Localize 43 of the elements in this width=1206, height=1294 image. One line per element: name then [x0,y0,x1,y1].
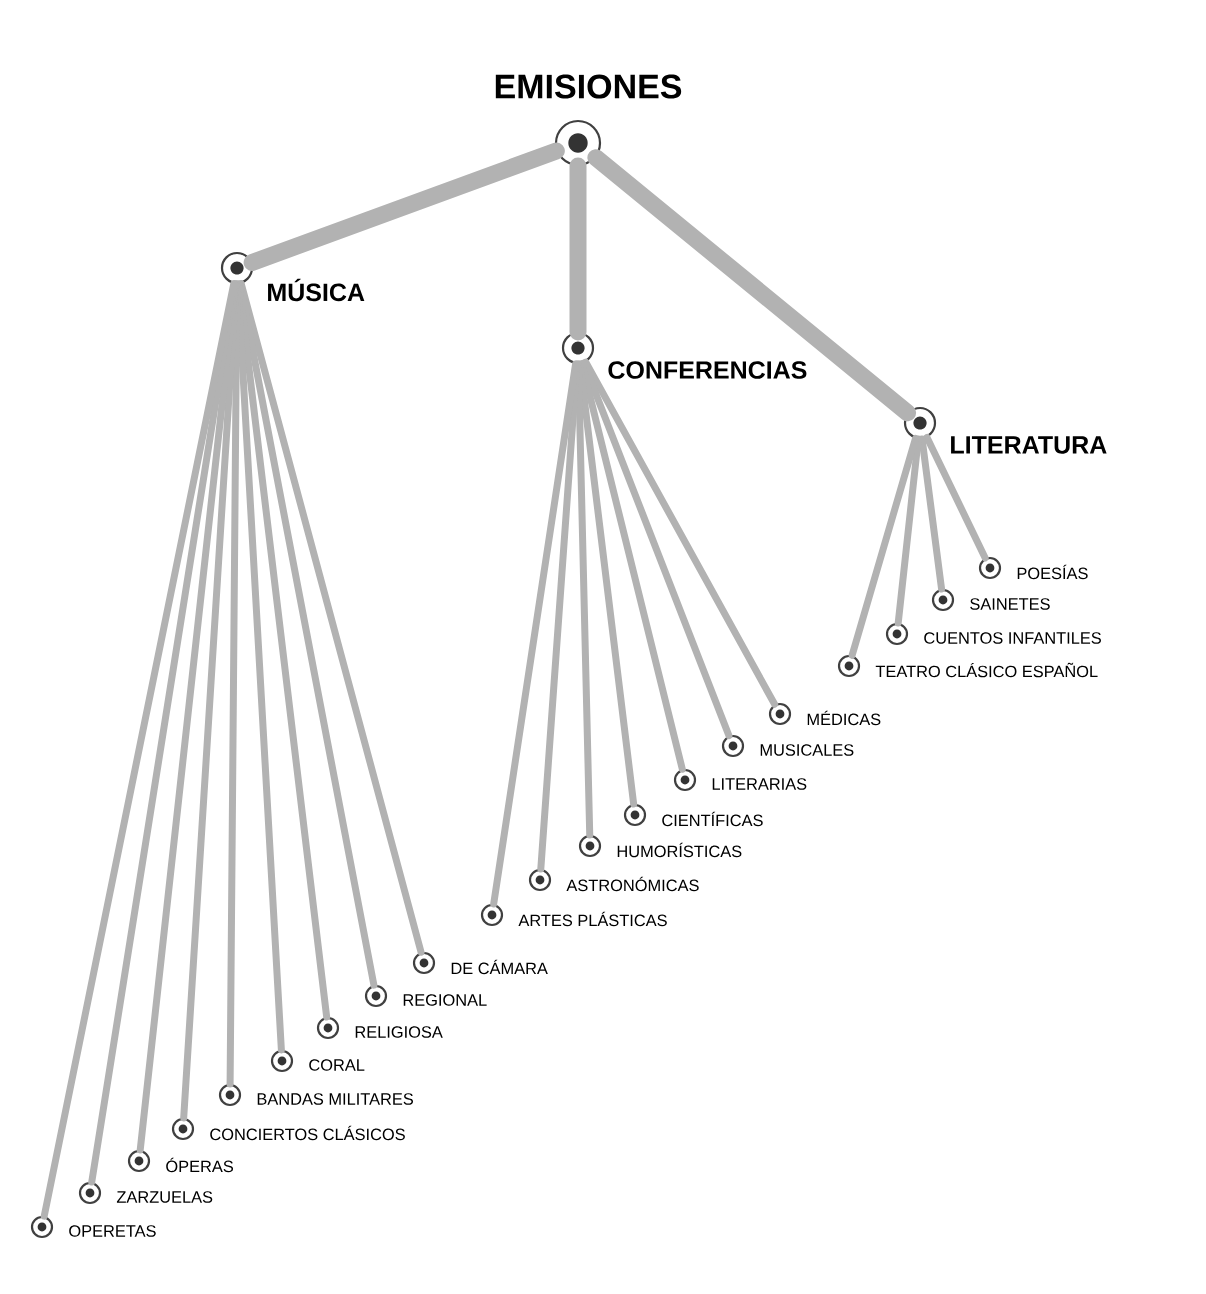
node-label: CIENTÍFICAS [662,811,763,827]
node-label: MÚSICA [268,278,365,302]
connector-line [578,360,686,773]
node-label: OPERETAS [69,1225,156,1237]
connector-line [923,434,989,562]
node-label: ARTES PLÁSTICAS [518,911,667,927]
node-label: HUMORÍSTICAS [617,842,742,858]
connector-line [582,358,779,708]
node-label: LITERATURA [951,436,1107,454]
node-label: EMISIONES [495,74,682,99]
connector-line [243,142,565,271]
node-label: CUENTOS INFANTILES [924,632,1101,644]
node-label: POESÍAS [1017,564,1088,580]
connector-line [569,157,587,341]
node-label: REGIONAL [403,994,487,1006]
connector-line [136,280,239,1154]
connector-line [537,360,581,873]
node-label: ÓPERAS [166,1157,233,1173]
connector-line [894,435,922,627]
connector-line [587,149,917,422]
node-label: MUSICALES [760,744,854,756]
node-label: RELIGIOSA [355,1026,443,1038]
connector-line [918,435,946,593]
connector-line [580,359,733,740]
node-label: LITERARIAS [712,778,807,790]
connector-line [180,280,240,1122]
node-label: BANDAS MILITARES [257,1093,413,1105]
node-label: DE CÁMARA [451,959,548,975]
connector-line [490,360,580,908]
connector-line [88,280,238,1186]
connector-line [574,360,594,839]
node-label: SAINETES [970,598,1050,610]
node-label: TEATRO CLÁSICO ESPAÑOL [875,662,1098,678]
connector-line [848,434,919,659]
connector-line [40,280,238,1220]
node-label: ASTRONÓMICAS [566,876,699,892]
node-label: CONFERENCIAS [608,361,807,379]
node-label: CORAL [309,1059,365,1071]
connector-line [235,280,331,1021]
node-label: ZARZUELAS [116,1191,213,1203]
node-label: MÉDICAS [807,710,881,726]
node-label: CONCIERTOS CLÁSICOS [210,1125,405,1141]
connector-line [226,280,241,1088]
